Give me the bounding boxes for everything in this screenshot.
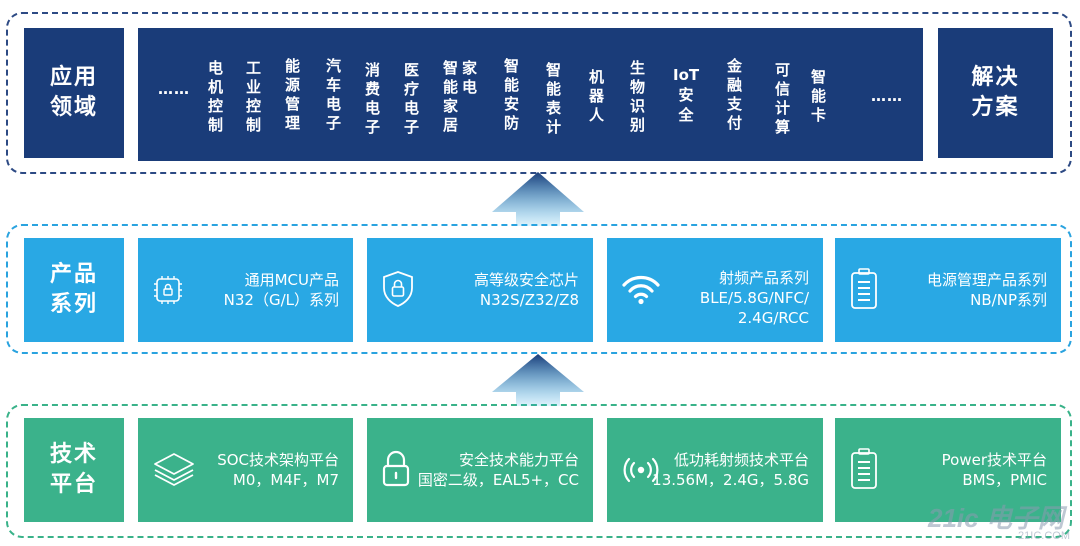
tech-card-rf: 低功耗射频技术平台 13.56M，2.4G，5.8G bbox=[607, 418, 823, 522]
up-arrow-icon bbox=[492, 172, 584, 226]
technology-label-line1: 技术 bbox=[49, 442, 98, 467]
up-arrow-icon bbox=[492, 354, 584, 406]
tech-card-soc: SOC技术架构平台 M0，M4F，M7 bbox=[138, 418, 353, 522]
tech-security-line2: 国密二级，EAL5+，CC bbox=[417, 471, 579, 489]
watermark-sub: 21IC.COM bbox=[1018, 530, 1070, 542]
solutions-label: 解决 方案 bbox=[938, 28, 1053, 158]
products-label-line2: 系列 bbox=[49, 292, 98, 317]
ellipsis-left: …… bbox=[158, 80, 190, 98]
radio-signal-icon bbox=[623, 457, 659, 483]
product-power-line2: NB/NP系列 bbox=[970, 291, 1047, 309]
app-item-smart-home: 智能家居 家电 bbox=[443, 59, 478, 134]
products-label-line1: 产品 bbox=[49, 262, 98, 287]
battery-icon bbox=[851, 268, 877, 309]
tech-security-line1: 安全技术能力平台 bbox=[458, 451, 579, 469]
app-item-robot: 机器人 bbox=[589, 68, 605, 124]
application-label-line1: 应用 bbox=[49, 65, 98, 90]
app-item-energy-management: 能源管理 bbox=[285, 57, 301, 132]
product-card-mcu: 通用MCU产品 N32（G/L）系列 bbox=[138, 238, 353, 342]
app-item-motor-control: 电机控制 bbox=[208, 59, 224, 134]
watermark-text: 21ic 电子网 bbox=[928, 503, 1064, 533]
products-label: 产品 系列 bbox=[24, 238, 124, 342]
ellipsis-right: …… bbox=[871, 87, 903, 105]
product-security-line1: 高等级安全芯片 bbox=[473, 271, 579, 289]
product-card-power: 电源管理产品系列 NB/NP系列 bbox=[835, 238, 1061, 342]
app-item-automotive-electronics: 汽车电子 bbox=[326, 57, 342, 132]
app-item-consumer-electronics: 消费电子 bbox=[365, 61, 381, 136]
app-item-medical-electronics: 医疗电子 bbox=[404, 61, 420, 136]
tech-rf-line1: 低功耗射频技术平台 bbox=[673, 451, 809, 469]
product-power-line1: 电源管理产品系列 bbox=[926, 271, 1047, 289]
watermark: 21ic 电子网 21IC.COM bbox=[928, 498, 1076, 542]
tech-soc-line1: SOC技术架构平台 bbox=[217, 451, 339, 469]
technology-label: 技术 平台 bbox=[24, 418, 124, 522]
product-rf-line3: 2.4G/RCC bbox=[737, 309, 809, 327]
tech-power-line2: BMS，PMIC bbox=[962, 471, 1047, 489]
solutions-label-line1: 解决 bbox=[971, 65, 1020, 90]
app-item-financial-payment: 金融支付 bbox=[727, 57, 743, 132]
app-item-industrial-control: 工业控制 bbox=[246, 59, 262, 134]
battery-icon bbox=[851, 448, 877, 489]
app-item-smart-metering: 智能表计 bbox=[546, 61, 562, 136]
application-areas: …… 电机控制 工业控制 能源管理 汽车电子 消费电子 医疗电子 智能家居 家电… bbox=[138, 28, 923, 161]
solutions-label-line2: 方案 bbox=[971, 95, 1020, 120]
wifi-icon bbox=[622, 275, 660, 305]
chip-lock-icon bbox=[154, 276, 182, 304]
app-item-biometrics: 生物识别 bbox=[630, 59, 646, 134]
application-label-line2: 领域 bbox=[49, 95, 98, 120]
product-rf-line1: 射频产品系列 bbox=[718, 269, 809, 287]
tech-soc-line2: M0，M4F，M7 bbox=[232, 471, 339, 489]
tech-power-line1: Power技术平台 bbox=[941, 451, 1047, 469]
layers-icon bbox=[154, 453, 194, 486]
product-card-rf: 射频产品系列 BLE/5.8G/NFC/ 2.4G/RCC bbox=[607, 238, 823, 342]
product-mcu-line2: N32（G/L）系列 bbox=[223, 291, 339, 309]
product-rf-line2: BLE/5.8G/NFC/ bbox=[699, 289, 809, 307]
product-security-line2: N32S/Z32/Z8 bbox=[479, 291, 579, 309]
app-item-trusted-computing: 可信计算 bbox=[775, 61, 791, 136]
tech-card-power: Power技术平台 BMS，PMIC bbox=[835, 418, 1061, 522]
application-label: 应用 领域 bbox=[24, 28, 124, 158]
tech-rf-line2: 13.56M，2.4G，5.8G bbox=[652, 471, 809, 489]
tech-card-security: 安全技术能力平台 国密二级，EAL5+，CC bbox=[367, 418, 593, 522]
app-item-smart-card: 智能卡 bbox=[811, 68, 827, 124]
product-mcu-line1: 通用MCU产品 bbox=[244, 271, 339, 289]
lock-icon bbox=[382, 450, 410, 487]
technology-label-line2: 平台 bbox=[49, 472, 98, 497]
product-card-security-chip: 高等级安全芯片 N32S/Z32/Z8 bbox=[367, 238, 593, 342]
app-item-smart-security: 智能安防 bbox=[504, 57, 520, 132]
shield-lock-icon bbox=[383, 271, 413, 307]
